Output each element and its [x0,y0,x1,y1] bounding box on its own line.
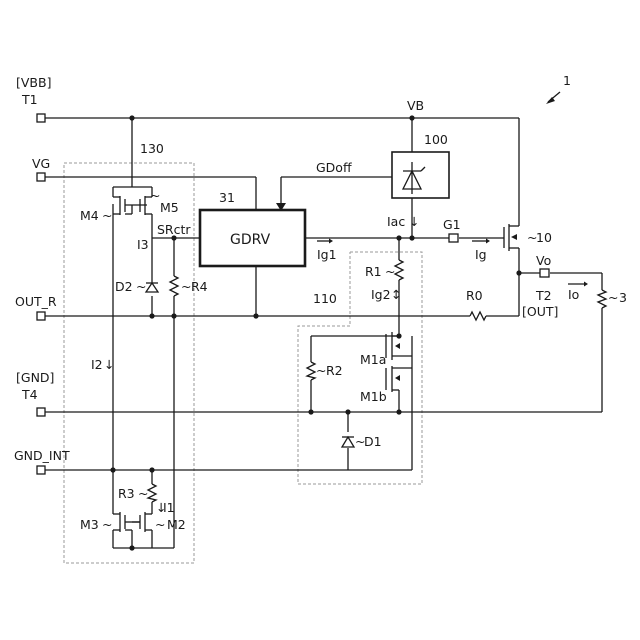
r3-label: R3 [118,486,135,501]
i2-arrow: ↓ [104,357,114,372]
load-3-label: 3 [619,290,627,305]
transistor-m1b[interactable] [386,366,412,392]
iac-label: Iac [387,214,405,229]
g1-label: G1 [443,217,461,232]
transistor-m4[interactable] [113,187,147,215]
gnd-int-label: GND_INT [14,448,70,463]
figure-number-label: 1 [563,73,571,88]
m3-tilde: ~ [102,517,112,532]
resistor-r2[interactable] [307,362,315,380]
r0-label: R0 [466,288,483,303]
d1-label: D1 [364,434,382,449]
labels: 1 [VBB] T1 VG OUT_R [GND] T4 GND_INT 130… [14,73,627,532]
r4-label: R4 [191,279,208,294]
m1b-label: M1b [360,389,387,404]
ig2-arrow: ↕ [391,287,401,302]
m4-tilde: ~ [102,208,112,223]
d2-tilde: ~ [136,279,146,294]
terminal-t4[interactable] [37,408,45,416]
ig-label: Ig [475,247,487,262]
d2-label: D2 [115,279,133,294]
gnd-label: [GND] [16,370,54,385]
transistor-m2[interactable] [132,512,152,548]
resistor-r4[interactable] [170,276,178,296]
transistor-m3[interactable] [113,510,140,548]
terminal-g1[interactable] [449,234,458,242]
load-3-tilde: ~ [608,290,618,305]
t10-label: 10 [536,230,552,245]
diode-d2[interactable] [146,283,158,292]
gdoff-label: GDoff [316,160,352,175]
ig1-label: Ig1 [317,247,337,262]
m3-label: M3 [80,517,99,532]
i1-label: I1 [163,500,175,515]
t2-label: T2 [535,288,552,303]
t4-label: T4 [21,387,38,402]
load-resistor-3[interactable] [598,290,606,308]
resistor-r3[interactable] [148,484,156,502]
t1-label: T1 [21,92,38,107]
m4-label: M4 [80,208,99,223]
gdrv-label: GDRV [230,232,271,248]
terminal-vg[interactable] [37,173,45,181]
block-31-label: 31 [219,190,235,205]
resistor-r0[interactable] [470,312,486,320]
r4-tilde: ~ [181,279,191,294]
r3-tilde: ~ [138,486,148,501]
transistor-10[interactable] [504,224,519,251]
iac-arrow: ↓ [409,214,419,229]
ig2-label: Ig2 [371,287,391,302]
out-bracket-label: [OUT] [522,304,558,319]
vbb-label: [VBB] [16,75,51,90]
figure-ref-arrow-icon [546,92,560,104]
io-label: Io [568,287,579,302]
i2-label: I2 [91,357,103,372]
block-130-label: 130 [140,141,164,156]
srctr-label: SRctr [157,222,191,237]
resistor-r1[interactable] [395,260,403,280]
block-100-label: 100 [424,132,448,147]
terminal-out-r[interactable] [37,312,45,320]
diode-d1[interactable] [342,437,354,447]
block-100[interactable] [392,152,449,198]
m1a-label: M1a [360,352,386,367]
block-110-label: 110 [313,291,337,306]
r1-tilde: ~ [385,264,395,279]
r1-label: R1 [365,264,382,279]
m5-tilde: ~ [150,188,160,203]
terminal-t1[interactable] [37,114,45,122]
r2-label: R2 [326,363,343,378]
terminal-t2[interactable] [540,269,549,277]
transistor-m1a[interactable] [386,330,412,360]
out-r-label: OUT_R [15,294,57,309]
vo-label: Vo [536,253,551,268]
junction-dots [110,115,521,550]
vb-label: VB [407,98,424,113]
m5-label: M5 [160,200,179,215]
vg-label: VG [32,156,50,171]
m2-label: M2 [167,517,186,532]
i3-label: I3 [137,237,149,252]
terminal-gnd-int[interactable] [37,466,45,474]
r2-tilde: ~ [316,363,326,378]
m2-tilde: ~ [155,517,165,532]
